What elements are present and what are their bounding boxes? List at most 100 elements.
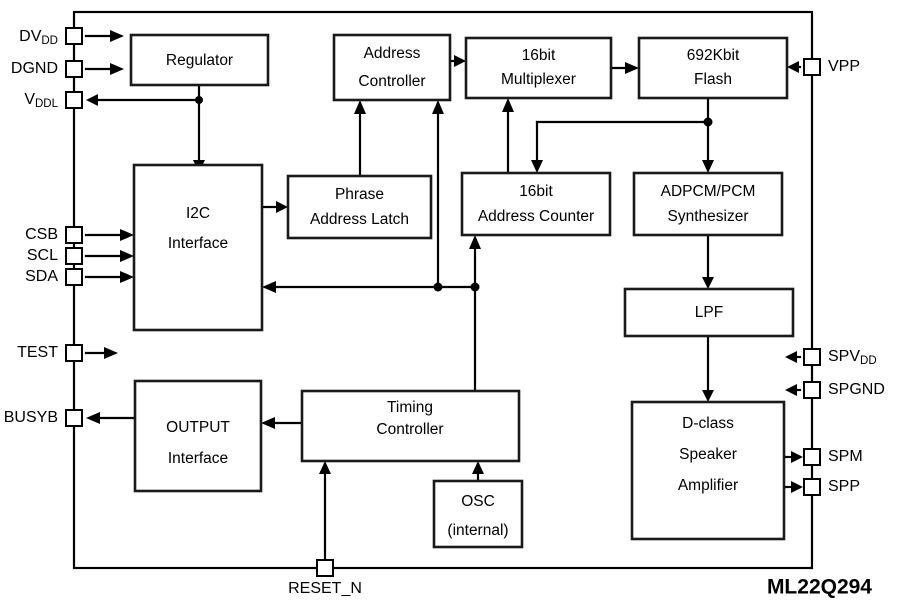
pad-csb[interactable]: CSB (25, 226, 83, 244)
block-regulator-box[interactable] (129, 33, 270, 87)
pad-test-label: TEST (17, 344, 58, 361)
pad-vpp-square[interactable] (803, 58, 821, 76)
pad-spvdd-square[interactable] (803, 348, 821, 366)
block-output-interface-box[interactable] (133, 379, 263, 493)
arrow-latch-to-address-controller (354, 100, 366, 114)
block-flash-label-0: 692Kbit (687, 47, 740, 64)
block-osc-box[interactable] (432, 479, 524, 549)
pad-spvdd[interactable]: SPVDD (803, 348, 877, 367)
block-dclass-amp-label-2: Amplifier (678, 477, 738, 494)
arrow-lpf-to-amp (702, 390, 714, 402)
pad-vddl[interactable]: VDDL (24, 91, 83, 110)
pad-spp-square[interactable] (803, 478, 821, 496)
arrow-busyb (86, 412, 100, 424)
block-i2c-interface-box[interactable] (132, 163, 264, 332)
arrow-mux-to-flash (625, 62, 639, 74)
block-phrase-latch-box[interactable] (286, 174, 433, 240)
block-phrase-latch[interactable]: Phrase Address Latch (286, 174, 433, 240)
pad-csb-square[interactable] (65, 226, 83, 244)
arrow-feedback-to-i2c (262, 281, 276, 293)
block-address-controller[interactable]: Address Controller (332, 33, 452, 102)
pad-busyb-label: BUSYB (4, 409, 58, 426)
block-output-interface[interactable]: OUTPUT Interface (133, 379, 263, 493)
pad-reset-n-square[interactable] (316, 559, 334, 577)
block-i2c-interface[interactable]: I2C Interface (132, 163, 264, 332)
block-address-controller-box[interactable] (332, 33, 452, 102)
arrow-reset-to-timing (319, 461, 331, 474)
block-lpf[interactable]: LPF (623, 287, 795, 338)
pad-spgnd[interactable]: SPGND (803, 381, 885, 399)
block-output-interface-label-1: Interface (168, 450, 228, 467)
block-layer: Regulator Address Controller 16bit Multi… (129, 33, 795, 549)
block-timing-controller[interactable]: Timing Controller (300, 389, 521, 463)
pad-dgnd[interactable]: DGND (11, 60, 83, 78)
block-lpf-label-0: LPF (695, 304, 723, 321)
arrow-counter-to-mux (502, 98, 514, 112)
pad-scl-square[interactable] (65, 247, 83, 265)
block-i2c-interface-label-1: Interface (168, 235, 228, 252)
pad-csb-label: CSB (25, 226, 58, 243)
pad-spm-square[interactable] (803, 448, 821, 466)
arrow-osc-to-timing (472, 461, 484, 474)
pad-dvdd-label: DVDD (19, 28, 58, 47)
pad-sda-square[interactable] (65, 268, 83, 286)
pad-vpp-label: VPP (828, 58, 860, 75)
arrow-adpcm-to-lpf (702, 277, 714, 289)
pad-spp-label: SPP (828, 478, 860, 495)
pad-spvdd-label: SPVDD (828, 348, 877, 367)
block-adpcm-synth-box[interactable] (632, 171, 784, 237)
block-multiplexer-label-1: Multiplexer (501, 71, 576, 88)
pad-vpp[interactable]: VPP (803, 58, 860, 76)
arrow-i2c-to-latch (276, 201, 288, 213)
block-dclass-amp-box[interactable] (630, 400, 786, 541)
block-address-counter-box[interactable] (460, 171, 612, 237)
pad-vddl-label: VDDL (24, 91, 58, 110)
arrow-to-address-counter (469, 235, 481, 249)
block-osc[interactable]: OSC (internal) (432, 479, 524, 549)
pad-test-square[interactable] (65, 344, 83, 362)
block-timing-controller-box[interactable] (300, 389, 521, 463)
arrow-csb (120, 229, 134, 241)
block-flash[interactable]: 692Kbit Flash (637, 36, 789, 100)
pad-dgnd-square[interactable] (65, 60, 83, 78)
block-adpcm-synth-label-1: Synthesizer (668, 208, 749, 225)
pad-busyb[interactable]: BUSYB (4, 409, 83, 427)
block-lpf-box[interactable] (623, 287, 795, 338)
pad-busyb-square[interactable] (65, 409, 83, 427)
block-phrase-latch-label-1: Address Latch (310, 211, 409, 228)
arrow-flash-to-counter (531, 160, 543, 173)
block-address-counter[interactable]: 16bit Address Counter (460, 171, 612, 237)
pad-spgnd-square[interactable] (803, 381, 821, 399)
pad-spm[interactable]: SPM (803, 448, 863, 466)
block-adpcm-synth[interactable]: ADPCM/PCM Synthesizer (632, 171, 784, 237)
pad-test[interactable]: TEST (17, 344, 83, 362)
arrow-addrctl-to-mux (454, 55, 466, 67)
block-address-counter-label-1: Address Counter (478, 208, 594, 225)
arrow-spgnd (785, 384, 797, 396)
block-multiplexer-label-0: 16bit (522, 47, 556, 64)
block-multiplexer[interactable]: 16bit Multiplexer (464, 36, 613, 100)
pad-spp[interactable]: SPP (803, 478, 860, 496)
pad-dvdd-square[interactable] (65, 27, 83, 45)
block-output-interface-label-0: OUTPUT (166, 419, 230, 436)
pad-reset-n[interactable]: RESET_N (288, 559, 362, 597)
block-adpcm-synth-label-0: ADPCM/PCM (661, 183, 756, 200)
pad-vddl-square[interactable] (65, 91, 83, 109)
block-address-controller-label-1: Controller (358, 73, 425, 90)
block-flash-label-1: Flash (694, 71, 732, 88)
pad-spm-label: SPM (828, 448, 863, 465)
block-dclass-amp[interactable]: D-class Speaker Amplifier (630, 400, 786, 541)
arrow-dvdd (110, 30, 124, 42)
arrow-scl (120, 250, 134, 262)
pad-scl[interactable]: SCL (27, 247, 83, 265)
pad-layer: DVDD DGND VDDL CSB SCL SDA (4, 27, 885, 597)
pad-dvdd[interactable]: DVDD (19, 27, 83, 47)
arrow-spvdd (785, 351, 797, 363)
block-phrase-latch-label-0: Phrase (335, 186, 384, 203)
block-regulator[interactable]: Regulator (129, 33, 270, 87)
pad-sda[interactable]: SDA (25, 268, 83, 286)
block-multiplexer-box[interactable] (464, 36, 613, 100)
block-flash-box[interactable] (637, 36, 789, 100)
